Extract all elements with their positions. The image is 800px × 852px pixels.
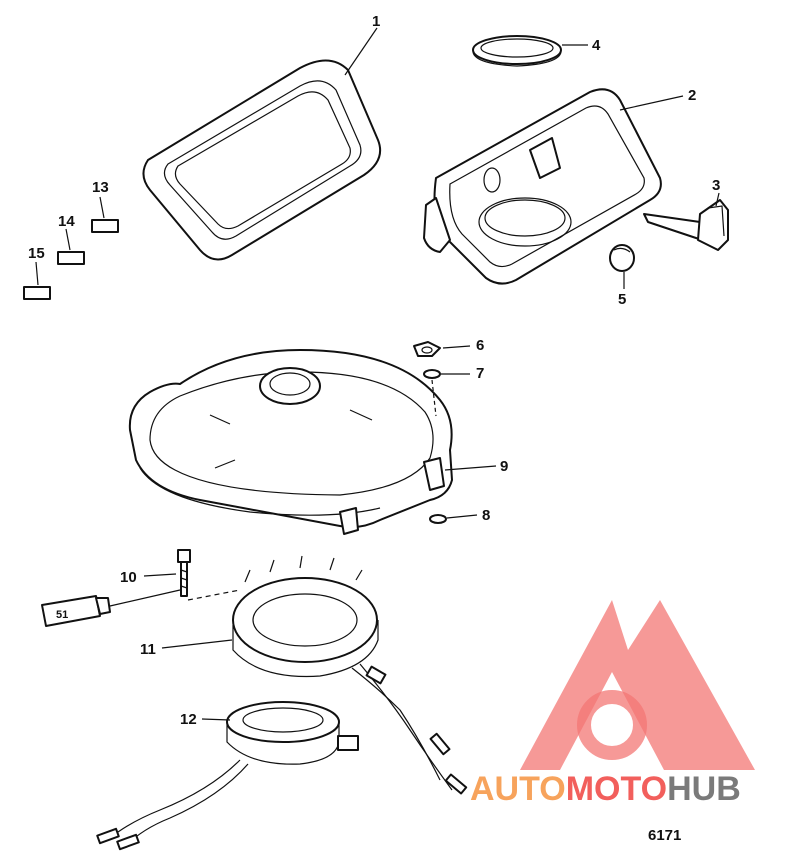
part-11-stator xyxy=(232,555,468,795)
callout-9: 9 xyxy=(500,458,508,475)
part-9-flywheel-cover xyxy=(128,349,453,535)
svg-text:AUTOMOTOHUB: AUTOMOTOHUB xyxy=(470,770,741,808)
drawing-number: 6171 xyxy=(648,827,681,844)
part-2-cover xyxy=(423,88,662,285)
callout-15: 15 xyxy=(28,245,45,262)
part-6-wing-nut xyxy=(413,341,441,357)
callout-3: 3 xyxy=(712,177,720,194)
callout-1: 1 xyxy=(372,13,380,30)
part-7-washer xyxy=(423,369,441,379)
watermark-text-moto: MOTO xyxy=(566,770,667,808)
part-1-gasket xyxy=(142,59,382,261)
callout-14: 14 xyxy=(58,213,75,230)
watermark-text-hub: HUB xyxy=(667,770,741,808)
part-8-washer xyxy=(429,514,447,524)
callout-6: 6 xyxy=(476,337,484,354)
part-4-ring xyxy=(472,35,562,67)
watermark-logo xyxy=(520,600,755,770)
callout-8: 8 xyxy=(482,507,490,524)
callout-11: 11 xyxy=(140,641,156,658)
sealant-tube-label: 51 xyxy=(56,609,68,621)
callout-7: 7 xyxy=(476,365,484,382)
part-5-plug xyxy=(609,244,635,272)
part-12-trigger xyxy=(96,701,359,851)
part-13-decal xyxy=(91,219,119,233)
callout-12: 12 xyxy=(180,711,197,728)
part-15-decal xyxy=(23,286,51,300)
sealant-tube: 51 xyxy=(41,595,111,627)
callout-4: 4 xyxy=(592,37,601,54)
callout-5: 5 xyxy=(618,291,626,308)
part-14-decal xyxy=(57,251,85,265)
callout-10: 10 xyxy=(120,569,137,586)
callout-2: 2 xyxy=(688,87,696,104)
callout-13: 13 xyxy=(92,179,109,196)
part-10-screw xyxy=(177,549,191,597)
watermark-text-auto: AUTO xyxy=(470,770,566,808)
part-3-knob xyxy=(643,199,729,251)
